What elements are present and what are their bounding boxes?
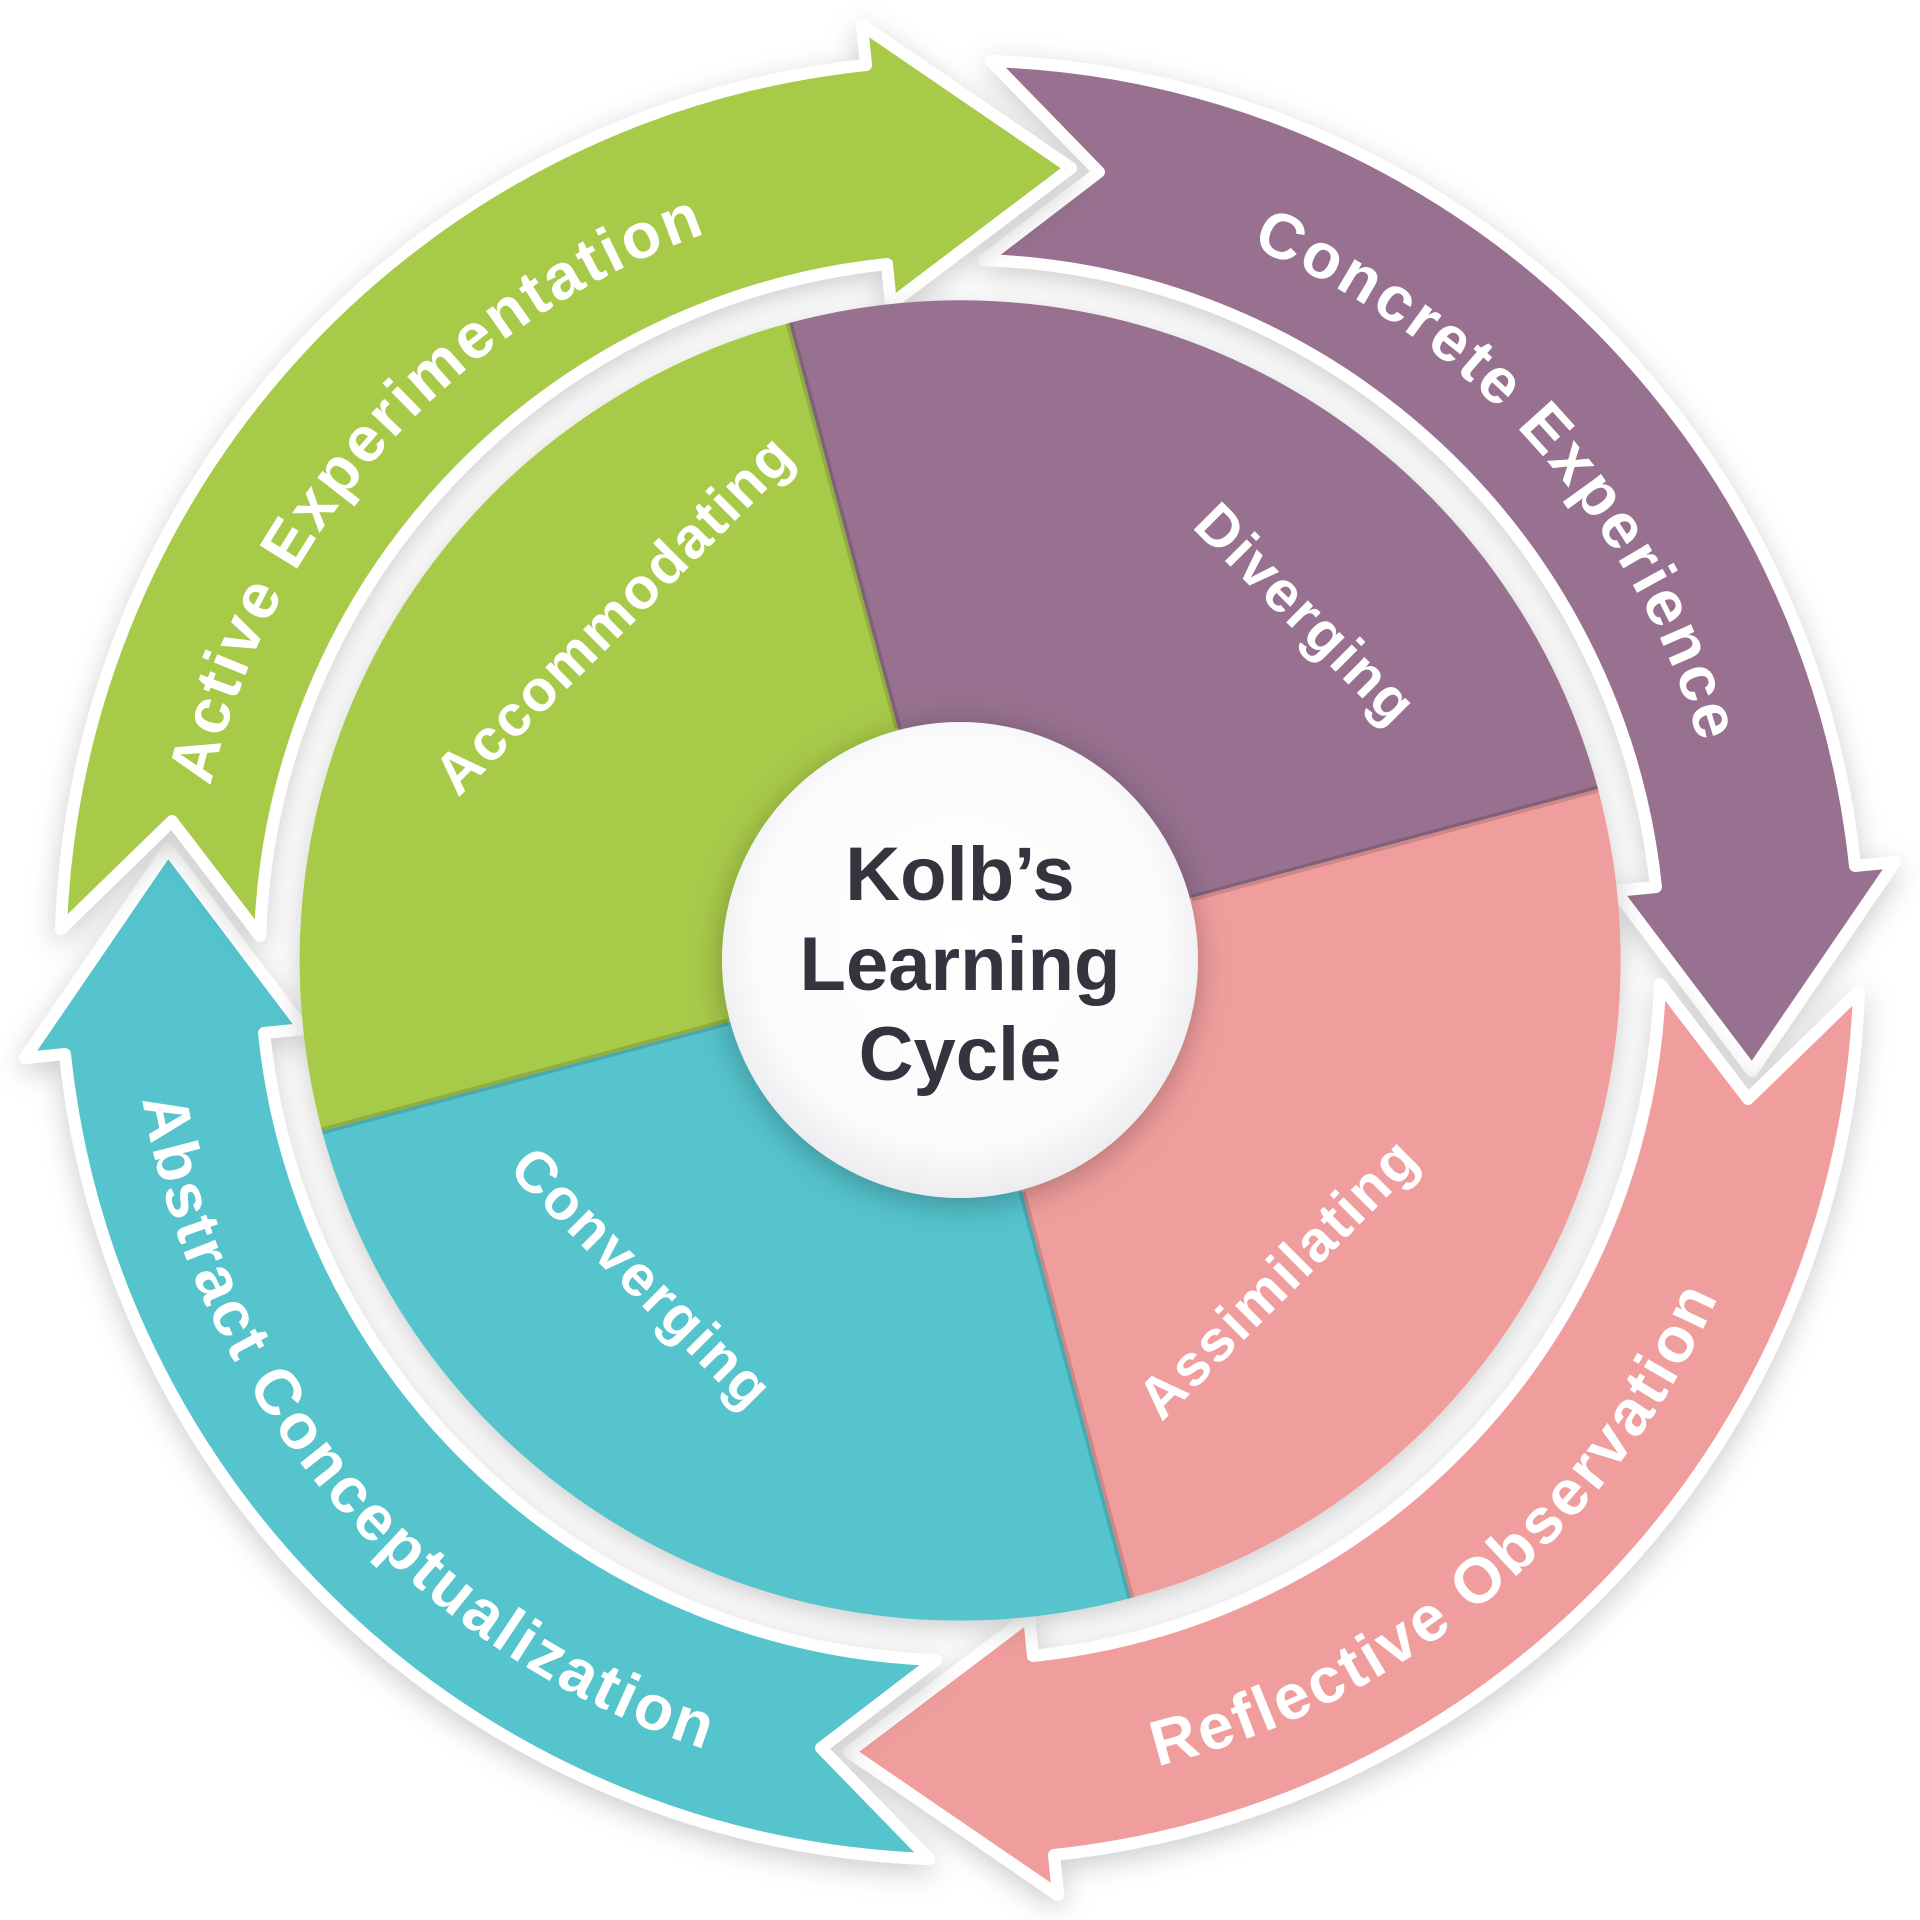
wedge-seams [321, 322, 1599, 1599]
center-circle [722, 722, 1198, 1198]
center-hub: Kolb’s Learning Cycle [722, 722, 1198, 1198]
title-line-1: Kolb’s [845, 832, 1074, 917]
arc-arrow-reflective-observation [843, 978, 1865, 1901]
page-title: Kolb’s Learning Cycle [800, 832, 1121, 1097]
title-line-2: Learning [800, 922, 1121, 1007]
title-line-3: Cycle [859, 1012, 1062, 1097]
arc-arrow-abstract-conceptualization [19, 843, 942, 1865]
arc-arrow-concrete-experience [978, 55, 1901, 1077]
arc-arrow-active-experimentation [55, 19, 1077, 942]
